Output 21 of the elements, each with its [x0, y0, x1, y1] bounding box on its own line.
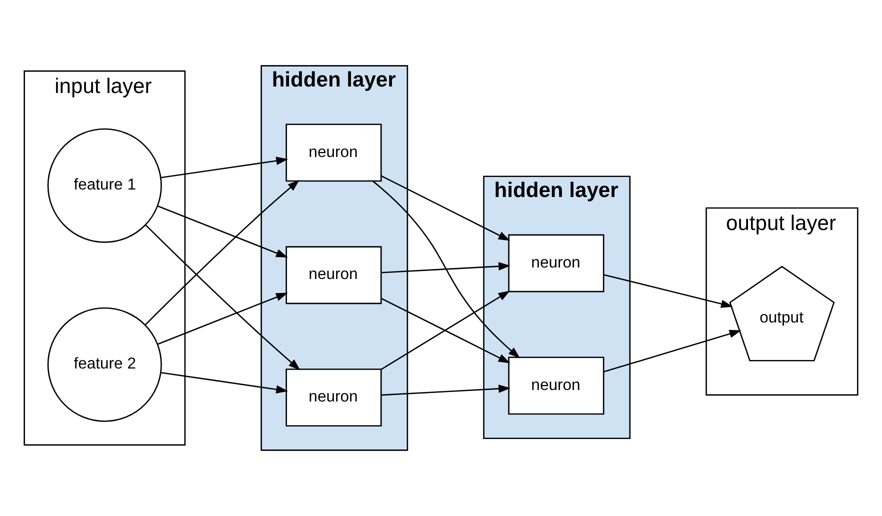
arrow — [145, 224, 300, 370]
arrow — [158, 206, 288, 258]
arrow — [158, 292, 288, 345]
arrow — [372, 180, 520, 358]
arrow — [160, 156, 288, 178]
arrow — [160, 372, 288, 394]
arrow — [604, 330, 742, 372]
arrow — [604, 274, 733, 308]
node-box: neuron — [286, 368, 382, 426]
node-box: neuron — [508, 234, 604, 292]
arrow — [381, 262, 510, 274]
arrow — [380, 298, 510, 364]
node-circle: feature 1 — [47, 128, 162, 243]
arrow — [380, 290, 510, 370]
node-box: neuron — [286, 246, 382, 304]
arrow — [381, 384, 510, 396]
node-box: neuron — [508, 356, 604, 415]
node-box: neuron — [286, 124, 382, 182]
arrow — [380, 175, 510, 241]
node-circle: feature 2 — [47, 307, 162, 422]
arrow — [145, 180, 300, 326]
